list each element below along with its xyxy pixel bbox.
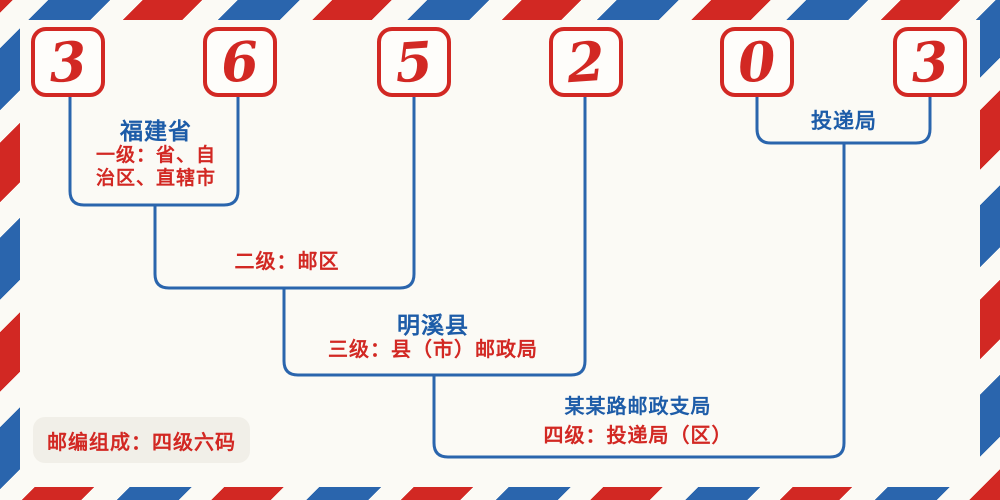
digit-box-2: 6 xyxy=(203,27,277,97)
level3-label: 三级：县（市）邮政局 xyxy=(328,337,538,361)
level2-label: 二级：邮区 xyxy=(234,249,340,273)
digit-4: 2 xyxy=(565,28,607,96)
digit-3: 5 xyxy=(393,28,435,96)
digit-1: 3 xyxy=(47,28,89,96)
digit-5: 0 xyxy=(736,28,778,96)
digit-box-6: 3 xyxy=(893,27,967,97)
digit-box-5: 0 xyxy=(720,27,794,97)
delivery-office-label: 投递局 xyxy=(811,109,877,133)
digit-6: 3 xyxy=(909,28,951,96)
branch-name-label: 某某路邮政支局 xyxy=(564,394,712,418)
digit-box-1: 3 xyxy=(31,27,105,97)
digit-box-3: 5 xyxy=(377,27,451,97)
province-name-label: 福建省 xyxy=(120,119,192,145)
level4-label: 四级：投递局（区） xyxy=(543,423,733,447)
inner-panel xyxy=(20,20,980,487)
digit-2: 6 xyxy=(219,28,261,96)
digit-box-4: 2 xyxy=(549,27,623,97)
level1-label: 一级：省、自 治区、直辖市 xyxy=(95,144,217,189)
composition-badge: 邮编组成：四级六码 xyxy=(33,417,250,463)
county-name-label: 明溪县 xyxy=(397,313,469,339)
composition-badge-label: 邮编组成：四级六码 xyxy=(47,429,236,454)
bracket-branch xyxy=(432,143,846,459)
